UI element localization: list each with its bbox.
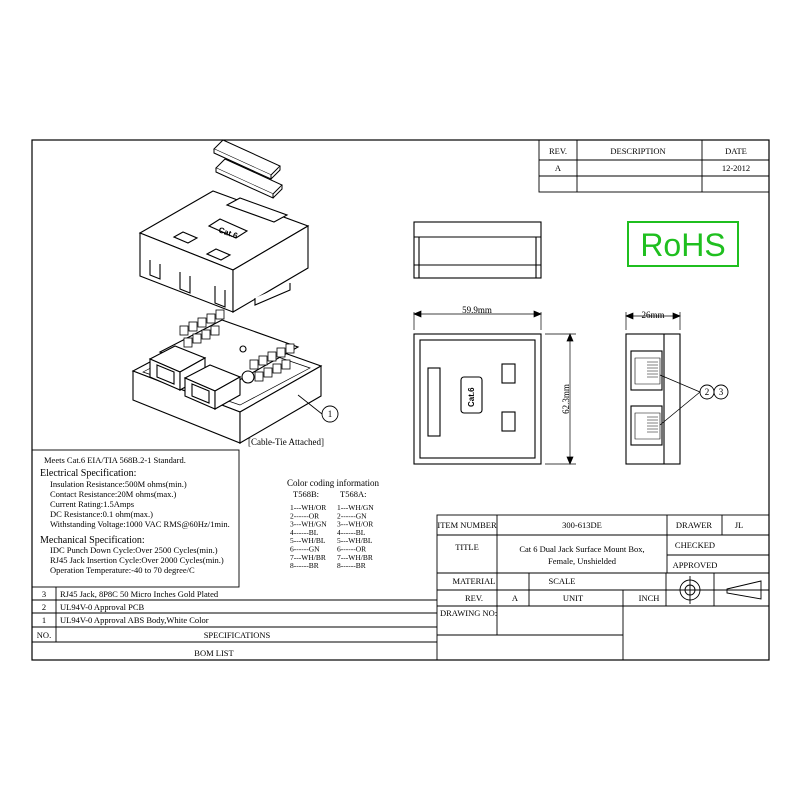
color-code-entry: 3---WH/GN — [290, 520, 327, 529]
width-dimension-label: 59.9mm — [462, 305, 492, 315]
callout-2-number: 2 — [705, 387, 710, 397]
electrical-line-3: Current Rating:1.5Amps — [50, 499, 134, 509]
date-cell: 12-2012 — [722, 163, 750, 173]
bom-row-2-no: 2 — [42, 602, 46, 612]
color-code-entry: 3---WH/OR — [337, 520, 373, 529]
bom-row-3-no: 3 — [42, 589, 46, 599]
bom-table-grid — [32, 587, 437, 643]
callout-3-number: 3 — [719, 387, 724, 397]
bom-row-2-spec: UL94V-0 Approval PCB — [60, 602, 145, 612]
mechanical-line-2: RJ45 Jack Insertion Cycle:Over 2000 Cycl… — [50, 555, 224, 565]
cable-tie-note: [Cable-Tie Attached] — [248, 437, 324, 447]
unit-value: INCH — [639, 593, 660, 603]
idc-terminals-right — [249, 343, 295, 382]
side-view — [625, 333, 681, 465]
rev-value: A — [512, 593, 519, 603]
bom-spec-header: SPECIFICATIONS — [204, 630, 271, 640]
t568a-header: T568A: — [340, 489, 366, 499]
height-dimension-label: 62.3mm — [561, 384, 571, 414]
electrical-title: Electrical Specification: — [40, 468, 136, 479]
depth-dimension-label: 26mm — [641, 310, 664, 320]
cover-isometric — [138, 190, 310, 313]
rohs-badge — [627, 221, 739, 267]
color-coding-title: Color coding information — [287, 478, 379, 488]
drawing-no-label: DRAWING NO: — [440, 608, 497, 618]
t568a-list: 1---WH/GN2------GN3---WH/OR4------BL5---… — [337, 503, 374, 570]
color-code-entry: 7---WH/BR — [337, 553, 373, 562]
color-code-entry: 1---WH/GN — [337, 503, 374, 512]
bom-no-header: NO. — [37, 630, 51, 640]
projection-symbol-icon — [676, 576, 762, 604]
mechanical-line-3: Operation Temperature:-40 to 70 degree/C — [50, 565, 195, 575]
approved-label: APPROVED — [673, 560, 718, 570]
color-code-entry: 1---WH/OR — [290, 503, 326, 512]
rev-label: REV. — [465, 593, 483, 603]
title-label: TITLE — [455, 542, 479, 552]
t568b-list: 1---WH/OR2------OR3---WH/GN4------BL5---… — [290, 503, 327, 570]
color-code-entry: 6------OR — [337, 545, 366, 554]
height-dimension — [545, 333, 576, 465]
electrical-line-5: Withstanding Voltage:1000 VAC RMS@60Hz/1… — [50, 519, 230, 529]
material-label: MATERIAL — [453, 576, 496, 586]
side-view-pins — [647, 361, 658, 433]
callout-1-circle — [321, 405, 339, 423]
electrical-line-1: Insulation Resistance:500M ohms(min.) — [50, 479, 187, 489]
top-view — [413, 221, 542, 279]
drawer-value: JL — [735, 520, 744, 530]
bom-row-1-no: 1 — [42, 615, 46, 625]
color-code-entry: 7---WH/BR — [290, 553, 326, 562]
color-code-entry: 8------BR — [337, 561, 366, 570]
front-cat6-label: Cat.6 — [467, 387, 476, 407]
item-number-label: ITEM NUMBER — [437, 520, 497, 530]
color-code-entry: 6------GN — [290, 545, 320, 554]
electrical-line-4: DC Resistance:0.1 ohm(max.) — [50, 509, 153, 519]
depth-dimension — [625, 312, 681, 330]
callout-1-leader — [297, 394, 323, 415]
title-block-grid — [436, 514, 770, 661]
mechanical-line-1: IDC Punch Down Cycle:Over 2500 Cycles(mi… — [50, 545, 218, 555]
checked-label: CHECKED — [675, 540, 715, 550]
title-line-1: Cat 6 Dual Jack Surface Mount Box, — [519, 544, 644, 554]
color-code-entry: 5---WH/BL — [290, 536, 326, 545]
width-dimension — [413, 310, 542, 330]
callout-3-circle — [713, 384, 729, 400]
color-code-entry: 5---WH/BL — [337, 536, 373, 545]
color-code-entry: 8------BR — [290, 561, 319, 570]
electrical-line-2: Contact Resistance:20M ohms(max.) — [50, 489, 176, 499]
title-line-2: Female, Unshielded — [548, 556, 617, 566]
rev-cell: A — [555, 163, 562, 173]
color-code-entry: 4------BL — [290, 528, 319, 537]
color-code-entry: 2------OR — [290, 511, 319, 520]
date-header: DATE — [725, 146, 747, 156]
revision-table — [538, 139, 770, 193]
front-view — [413, 333, 542, 465]
scale-label: SCALE — [549, 576, 576, 586]
rohs-label: RoHS — [640, 227, 725, 263]
drawing-frame — [31, 139, 770, 661]
t568b-header: T568B: — [293, 489, 319, 499]
unit-label: UNIT — [563, 593, 584, 603]
mechanical-title: Mechanical Specification: — [40, 535, 145, 546]
bom-row-3-spec: RJ45 Jack, 8P8C 50 Micro Inches Gold Pla… — [60, 589, 219, 599]
color-code-entry: 2------GN — [337, 511, 367, 520]
description-header: DESCRIPTION — [610, 146, 665, 156]
specification-box — [31, 449, 240, 588]
idc-terminals-left — [179, 309, 225, 348]
item-number-value: 300-613DE — [562, 520, 602, 530]
callout-1-number: 1 — [328, 409, 333, 419]
drawer-label: DRAWER — [676, 520, 712, 530]
color-code-entry: 4------BL — [337, 528, 366, 537]
standard-text: Meets Cat.6 EIA/TIA 568B.2-1 Standard. — [44, 455, 186, 465]
rev-header: REV. — [549, 146, 567, 156]
callout-2-3-leaders — [659, 374, 701, 426]
bom-row-1-spec: UL94V-0 Approval ABS Body,White Color — [60, 615, 209, 625]
bom-list-footer: BOM LIST — [194, 648, 234, 658]
cable-tie-strips — [213, 139, 283, 199]
